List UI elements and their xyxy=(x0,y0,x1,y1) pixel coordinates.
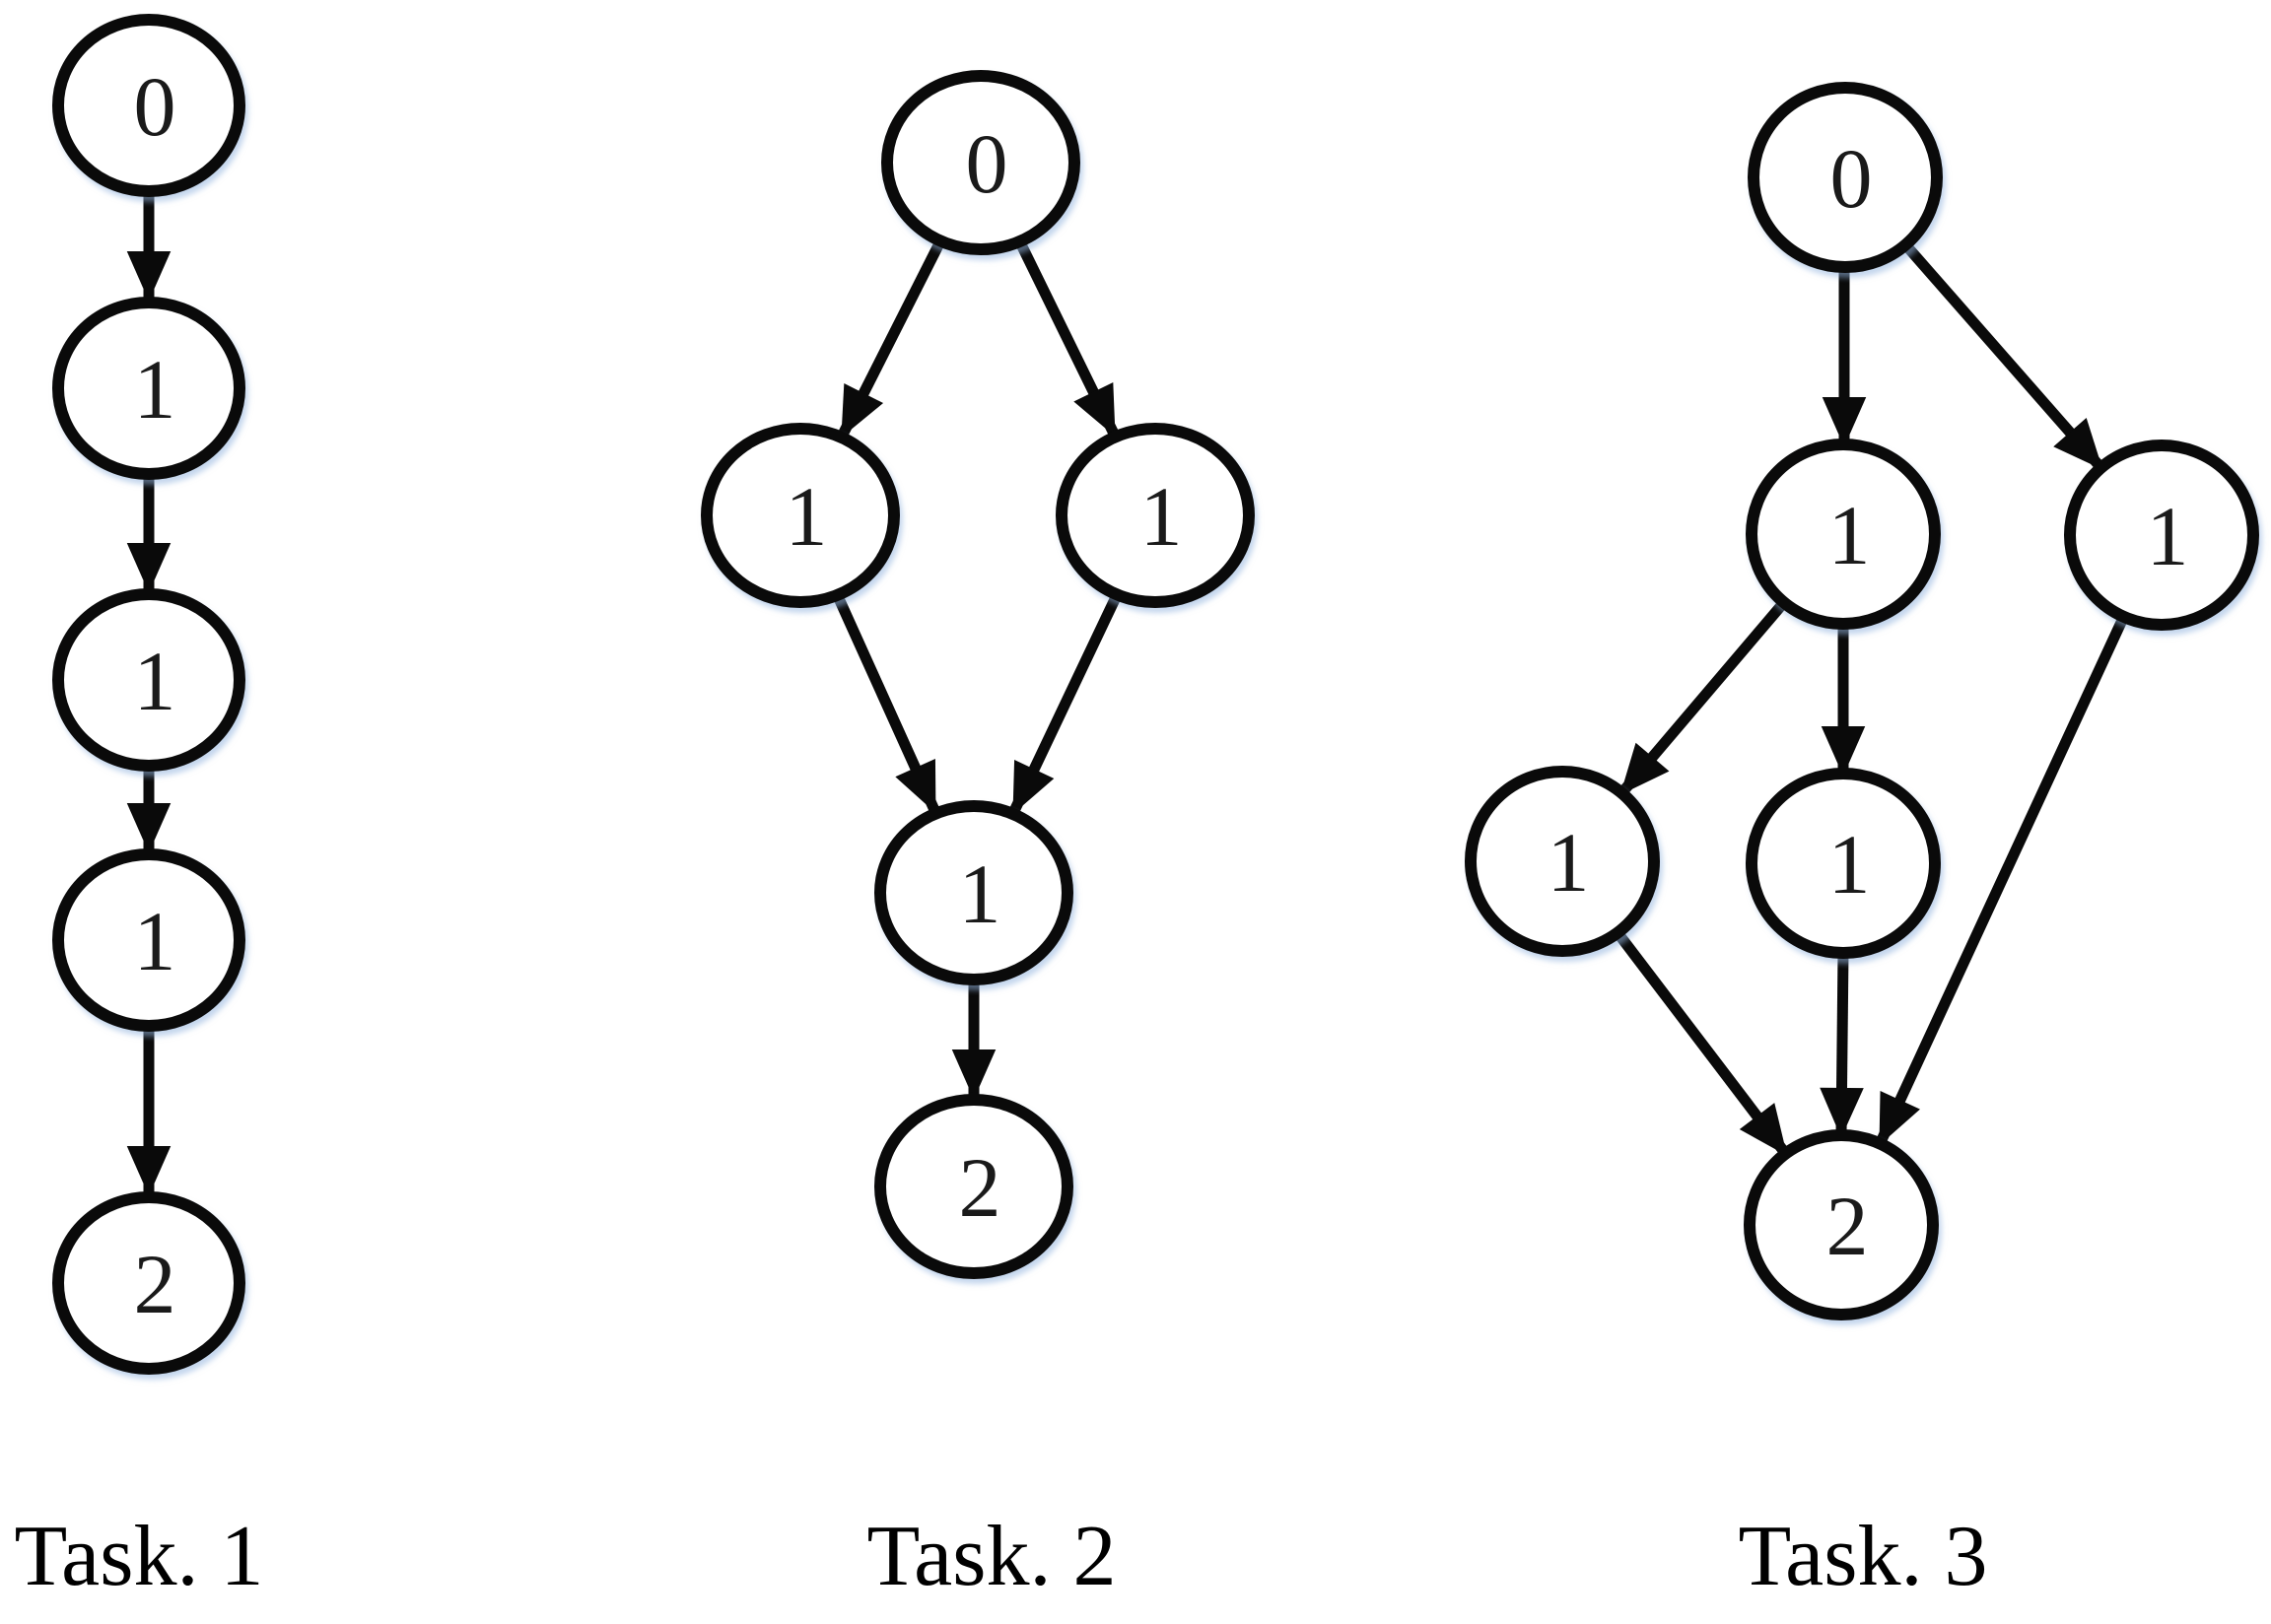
task3-node-0 xyxy=(1748,82,1943,273)
task2-edge-0-2 xyxy=(1015,239,1119,438)
task3-graph: 0 1 1 1 1 2 Task. 3 xyxy=(1465,82,2259,1604)
task1-node-1 xyxy=(52,297,245,480)
task3-edge-4-5 xyxy=(1820,951,1864,1138)
task3-node-1-label: 1 xyxy=(1828,488,1871,582)
task2-edge-1-3 xyxy=(832,593,940,814)
task3-node-5 xyxy=(1744,1129,1939,1320)
task3-node-5-label: 2 xyxy=(1826,1179,1869,1273)
task3-node-4 xyxy=(1746,768,1941,959)
task3-node-2-label: 1 xyxy=(2147,489,2189,583)
task1-node-1-label: 1 xyxy=(134,342,176,437)
task2-node-1-label: 1 xyxy=(786,469,828,564)
task2-caption: Task. 2 xyxy=(867,1509,1117,1604)
task2-node-3-label: 1 xyxy=(959,846,1001,941)
task2-node-1 xyxy=(701,423,900,608)
task1-node-4-label: 2 xyxy=(134,1237,176,1331)
task3-edge-1-3 xyxy=(1617,597,1790,796)
task1-node-2-label: 1 xyxy=(134,634,176,728)
task1-graph: 0 1 1 1 2 Task. 1 xyxy=(15,14,264,1604)
task1-node-2 xyxy=(52,588,245,772)
task3-node-2 xyxy=(2064,440,2259,631)
task2-edge-0-1 xyxy=(838,238,945,439)
task2-node-4 xyxy=(874,1094,1073,1279)
task3-edge-3-5 xyxy=(1612,927,1790,1157)
task2-node-0-label: 0 xyxy=(966,116,1008,211)
task2-node-3 xyxy=(874,800,1073,985)
task1-node-3-label: 1 xyxy=(134,894,176,988)
task2-node-2-label: 1 xyxy=(1140,469,1183,564)
task1-caption: Task. 1 xyxy=(15,1509,264,1604)
task2-graph: 0 1 1 1 2 Task. 2 xyxy=(701,70,1255,1604)
task1-node-4 xyxy=(52,1191,245,1375)
task1-node-0 xyxy=(52,14,245,197)
task3-edge-2-5 xyxy=(1876,613,2129,1146)
task3-node-4-label: 1 xyxy=(1828,817,1871,912)
task2-node-2 xyxy=(1056,423,1255,608)
task2-node-0 xyxy=(881,70,1080,255)
task3-edge-0-2 xyxy=(1899,239,2105,471)
task3-node-3 xyxy=(1465,766,1660,957)
task2-edge-2-3 xyxy=(1009,592,1122,815)
task3-node-3-label: 1 xyxy=(1548,815,1590,910)
task3-caption: Task. 3 xyxy=(1739,1509,1988,1604)
task2-node-4-label: 2 xyxy=(959,1140,1001,1235)
task1-node-0-label: 0 xyxy=(134,59,176,154)
task3-node-0-label: 0 xyxy=(1830,131,1873,226)
task1-node-3 xyxy=(52,848,245,1032)
task3-node-1 xyxy=(1746,439,1941,630)
